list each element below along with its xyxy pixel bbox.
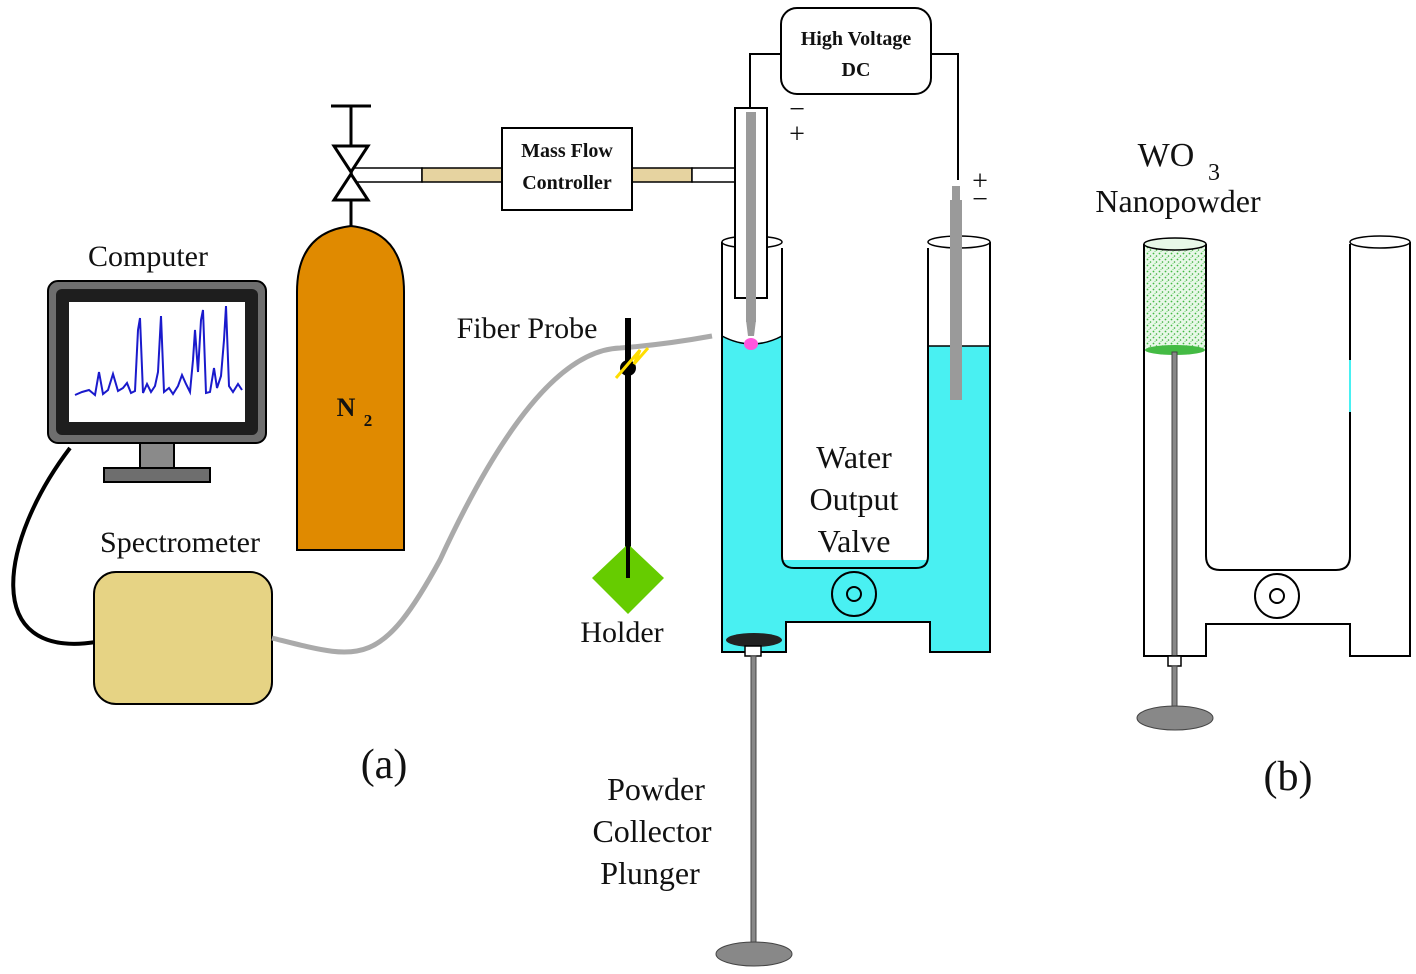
powder-label-line3: Plunger — [600, 855, 700, 891]
computer-spectrometer-cable — [11, 446, 97, 646]
spectrometer-label: Spectrometer — [100, 526, 260, 559]
water-label-line1: Water — [816, 439, 892, 475]
fiber-probe-label: Fiber Probe — [457, 312, 598, 345]
high-voltage-dc-supply: High Voltage DC — [749, 7, 959, 180]
computer-monitor: Computer — [47, 240, 267, 483]
mass-flow-label-line1: Mass Flow — [521, 140, 613, 162]
powder-label-line1: Powder — [607, 771, 705, 807]
valve-icon — [331, 104, 371, 232]
powder-collector-plunger-b — [1136, 351, 1214, 731]
spectrum-trace — [74, 305, 243, 397]
holder-base — [592, 544, 664, 614]
wo3-subscript: 3 — [1208, 160, 1220, 186]
n2-label: N — [337, 393, 356, 422]
n2-subscript: 2 — [364, 411, 373, 430]
powder-collector-plunger-a — [715, 633, 793, 967]
powder-label-line2: Collector — [592, 813, 711, 849]
holder-label: Holder — [580, 616, 663, 649]
plasma-glow — [744, 338, 758, 350]
cathode-electrode — [734, 107, 768, 350]
water-label-line3: Valve — [818, 523, 891, 559]
water-label-line2: Output — [810, 481, 899, 517]
collector-u-tube-b — [1143, 235, 1411, 657]
high-voltage-label-line2: DC — [842, 59, 871, 81]
high-voltage-label-line1: High Voltage — [801, 28, 912, 50]
left-electrode-plus: + — [789, 119, 805, 150]
water-output-valve-icon — [831, 571, 877, 617]
fiber-optic-cable — [271, 333, 713, 655]
wo3-label: WO — [1138, 137, 1195, 174]
panel-a-label: (a) — [361, 742, 408, 788]
anode-electrode — [950, 186, 962, 400]
nitrogen-cylinder: N 2 — [296, 224, 405, 551]
mass-flow-controller: Mass Flow Controller — [501, 127, 633, 211]
nanopowder-label: Nanopowder — [1095, 183, 1261, 219]
computer-label: Computer — [88, 240, 208, 273]
left-electrode-minus: − — [789, 94, 805, 125]
spectrometer-box — [93, 571, 273, 705]
right-electrode-plus: + — [972, 166, 988, 197]
mass-flow-label-line2: Controller — [522, 172, 612, 194]
holder-stand — [592, 318, 664, 614]
right-electrode-minus: − — [972, 184, 988, 215]
panel-b-label: (b) — [1264, 754, 1313, 800]
